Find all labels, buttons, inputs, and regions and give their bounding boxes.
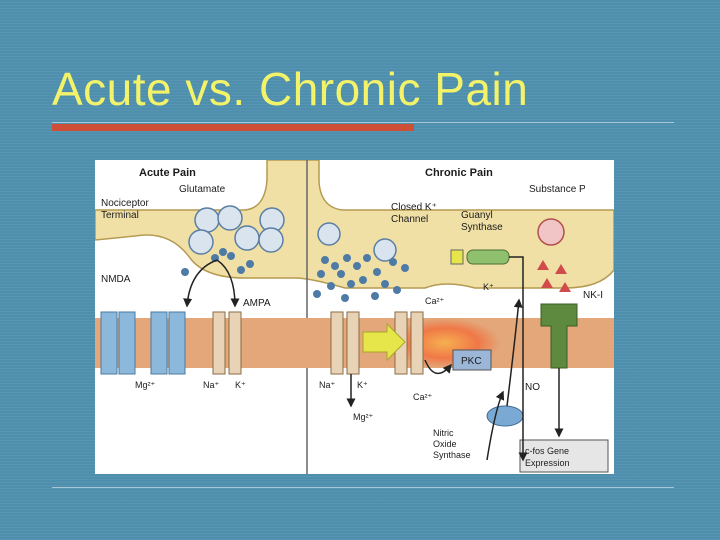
label-na-acute: Na⁺ xyxy=(203,380,220,390)
label-closed-k-1: Closed K⁺ xyxy=(391,202,437,213)
nos-enzyme xyxy=(486,405,524,427)
label-no: NO xyxy=(525,382,540,393)
activation-arrow xyxy=(362,322,406,362)
footer-rule xyxy=(52,487,674,488)
label-ampa: AMPA xyxy=(243,298,271,309)
substance-p-molecules xyxy=(537,260,571,292)
label-glutamate: Glutamate xyxy=(179,184,226,195)
nk1-receptor xyxy=(540,303,578,369)
label-k-plus: K⁺ xyxy=(483,282,494,292)
label-na-chronic: Na⁺ xyxy=(319,380,336,390)
label-nociceptor-1: Nociceptor xyxy=(101,198,149,209)
label-ca-top: Ca²⁺ xyxy=(425,296,445,306)
ampa-channel xyxy=(212,311,424,375)
label-guanyl-1: Guanyl xyxy=(461,210,493,221)
label-substance-p: Substance P xyxy=(529,184,586,195)
label-nmda: NMDA xyxy=(101,274,131,285)
label-cfos-2: Expression xyxy=(525,458,570,468)
closed-k-channel xyxy=(450,249,464,265)
label-chronic-heading: Chronic Pain xyxy=(425,167,493,179)
label-k-chronic: K⁺ xyxy=(357,380,368,390)
label-acute-heading: Acute Pain xyxy=(139,167,196,179)
label-nk1: NK-I xyxy=(583,290,603,301)
label-pkc: PKC xyxy=(461,356,482,367)
pathway-arrows xyxy=(183,256,564,462)
label-guanyl-2: Synthase xyxy=(461,222,503,233)
label-ca-bottom: Ca²⁺ xyxy=(413,392,433,402)
vesicles xyxy=(188,205,565,262)
label-closed-k-2: Channel xyxy=(391,214,428,225)
label-nos-1: Nitric xyxy=(433,428,454,438)
slide-title: Acute vs. Chronic Pain xyxy=(52,63,529,115)
title-accent-bar xyxy=(52,124,414,131)
label-nos-2: Oxide xyxy=(433,439,457,449)
label-nociceptor-2: Terminal xyxy=(101,210,139,221)
label-cfos-1: c-fos Gene xyxy=(525,446,569,456)
title-underline xyxy=(52,122,674,123)
nmda-channel xyxy=(100,311,186,375)
label-k-acute: K⁺ xyxy=(235,380,246,390)
guanyl-synthase xyxy=(466,249,510,265)
pain-pathway-figure: Acute Pain Glutamate Nociceptor Terminal… xyxy=(95,160,614,474)
label-mg-acute: Mg²⁺ xyxy=(135,380,155,390)
cfos-box xyxy=(519,439,609,473)
transmitter-molecules xyxy=(181,248,409,302)
label-mg-chronic: Mg²⁺ xyxy=(353,412,373,422)
pkc-box xyxy=(452,349,492,371)
label-nos-3: Synthase xyxy=(433,450,471,460)
